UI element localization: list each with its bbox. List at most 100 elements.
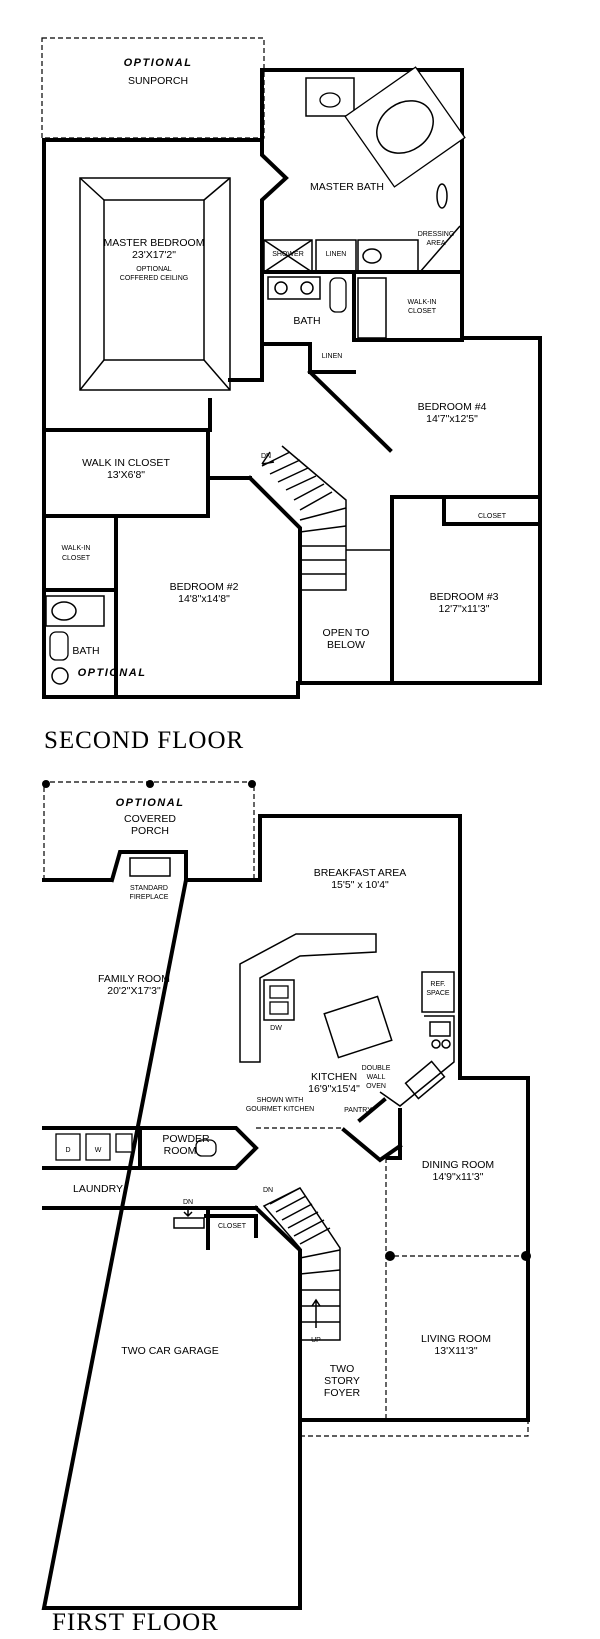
bedroom2-walls bbox=[42, 514, 118, 699]
kitchen-label: KITCHEN bbox=[311, 1071, 357, 1083]
dishwasher-label: DW bbox=[270, 1025, 282, 1032]
family-room-size: 20'2"X17'3" bbox=[107, 985, 161, 997]
dining-room-label: DINING ROOM bbox=[422, 1159, 494, 1171]
linen-upper-label: LINEN bbox=[326, 251, 347, 258]
dressing-area-line2: AREA bbox=[426, 240, 445, 247]
first-floor-stair bbox=[262, 1187, 341, 1341]
first-floor-stair-dn: DN bbox=[263, 1187, 273, 1194]
sunporch-outline bbox=[41, 37, 265, 139]
kitchen-size: 16'9"x15'4" bbox=[308, 1083, 360, 1095]
garage-closet-walls bbox=[204, 1205, 302, 1422]
bath-label: BATH bbox=[293, 315, 320, 327]
shower-label: SHOWER bbox=[272, 251, 304, 258]
laundry-label: LAUNDRY bbox=[73, 1183, 123, 1195]
foyer-line1: TWO bbox=[330, 1363, 355, 1375]
second-floor-plan bbox=[41, 37, 542, 699]
open-to-below-line2: BELOW bbox=[327, 639, 365, 651]
bath2-label: BATH bbox=[72, 645, 99, 657]
stair-up-label: UP bbox=[311, 1337, 321, 1344]
powder-laundry-walls bbox=[42, 1126, 259, 1170]
ref-space-line1: REF. bbox=[430, 981, 445, 988]
bedroom4-size: 14'7"x12'5" bbox=[426, 413, 478, 425]
dressing-area-line1: DRESSING bbox=[418, 231, 455, 238]
kitchen-island bbox=[323, 995, 393, 1059]
powder-room-line2: ROOM bbox=[164, 1145, 197, 1157]
toilet-master bbox=[305, 77, 355, 117]
walk-in-closet-size: 13'X6'8" bbox=[107, 469, 145, 481]
second-floor-stair bbox=[247, 445, 392, 685]
ref-space-line2: SPACE bbox=[426, 990, 450, 997]
second-floor-title: SECOND FLOOR bbox=[44, 727, 244, 754]
tub-master bbox=[344, 66, 466, 188]
first-floor-exterior-walls bbox=[41, 814, 530, 1610]
covered-porch-line2: PORCH bbox=[131, 825, 169, 837]
bedroom3-label: BEDROOM #3 bbox=[430, 591, 499, 603]
porch-optional-tag: OPTIONAL bbox=[116, 797, 185, 809]
bedroom2-label: BEDROOM #2 bbox=[170, 581, 239, 593]
open-to-below-line1: OPEN TO bbox=[323, 627, 370, 639]
walkin-closet-b2-line1: WALK-IN bbox=[62, 545, 91, 552]
bedroom2-size: 14'8"x14'8" bbox=[178, 593, 230, 605]
foyer-line3: FOYER bbox=[324, 1387, 361, 1399]
bedroom3-closet-walls bbox=[442, 498, 542, 526]
foyer-line2: STORY bbox=[324, 1375, 360, 1387]
double-oven-line3: OVEN bbox=[366, 1083, 386, 1090]
fireplace bbox=[109, 850, 188, 883]
vanity-master bbox=[357, 239, 419, 273]
column bbox=[521, 1251, 531, 1261]
garage-label: TWO CAR GARAGE bbox=[121, 1345, 218, 1357]
double-oven-line1: DOUBLE bbox=[362, 1065, 391, 1072]
covered-porch-line1: COVERED bbox=[124, 813, 176, 825]
bath2-optional-tag: OPTIONAL bbox=[78, 667, 147, 679]
pantry-label: PANTRY bbox=[344, 1107, 372, 1114]
porch-post bbox=[42, 780, 50, 788]
master-bedroom-label: MASTER BEDROOM bbox=[104, 237, 205, 249]
washer-label: W bbox=[95, 1147, 102, 1154]
double-oven-line2: WALL bbox=[367, 1074, 386, 1081]
bedroom3-closet-label: CLOSET bbox=[478, 513, 507, 520]
kitchen-counters bbox=[239, 933, 455, 1107]
porch-post bbox=[146, 780, 154, 788]
walkin-closet-bath-line2: CLOSET bbox=[408, 308, 437, 315]
laundry-dn-label: DN bbox=[183, 1199, 193, 1206]
living-room-size: 13'X11'3" bbox=[434, 1345, 477, 1357]
breakfast-area-label: BREAKFAST AREA bbox=[314, 867, 407, 879]
fireplace-line2: FIREPLACE bbox=[130, 894, 169, 901]
master-bedroom-size: 23'X17'2" bbox=[132, 249, 176, 261]
breakfast-area-size: 15'5" x 10'4" bbox=[331, 879, 389, 891]
powder-room-line1: POWDER bbox=[162, 1133, 210, 1145]
coffered-note-line1: OPTIONAL bbox=[136, 266, 172, 273]
dining-room-size: 14'9"x11'3" bbox=[433, 1171, 484, 1183]
pantry-walls bbox=[341, 1097, 403, 1163]
second-floor-stair-dn: DN bbox=[261, 453, 271, 460]
bedroom3-size: 12'7"x11'3" bbox=[439, 603, 490, 615]
walkin-closet-bath-line1: WALK-IN bbox=[408, 299, 437, 306]
linen-lower-label: LINEN bbox=[322, 353, 343, 360]
porch-post bbox=[248, 780, 256, 788]
living-room-label: LIVING ROOM bbox=[421, 1333, 491, 1345]
walkin-closet-b2-line2: CLOSET bbox=[62, 555, 91, 562]
sunporch-label: SUNPORCH bbox=[128, 75, 188, 87]
shower-stall bbox=[263, 239, 313, 273]
bath-walls bbox=[260, 270, 356, 382]
master-bedroom-walls bbox=[42, 398, 212, 432]
first-floor-title: FIRST FLOOR bbox=[52, 1609, 219, 1636]
bedroom4-label: BEDROOM #4 bbox=[418, 401, 487, 413]
dining-room-walls bbox=[386, 1108, 402, 1160]
coffered-note-line2: COFFERED CEILING bbox=[120, 275, 188, 282]
tub-bath2 bbox=[45, 595, 105, 627]
bedroom4-walls bbox=[352, 338, 542, 499]
column bbox=[385, 1251, 395, 1261]
sunporch-optional-tag: OPTIONAL bbox=[124, 57, 193, 69]
walkin-closet-walls bbox=[42, 428, 210, 518]
first-floor-plan bbox=[41, 780, 531, 1610]
ref-space bbox=[421, 971, 455, 1013]
coffered-ceiling bbox=[79, 177, 231, 391]
family-room-label: FAMILY ROOM bbox=[98, 973, 170, 985]
shown-with-line2: GOURMET KITCHEN bbox=[246, 1106, 314, 1113]
closet-label: CLOSET bbox=[218, 1223, 247, 1230]
dryer-label: D bbox=[65, 1147, 70, 1154]
master-bath-label: MASTER BATH bbox=[310, 181, 384, 193]
fireplace-line1: STANDARD bbox=[130, 885, 168, 892]
